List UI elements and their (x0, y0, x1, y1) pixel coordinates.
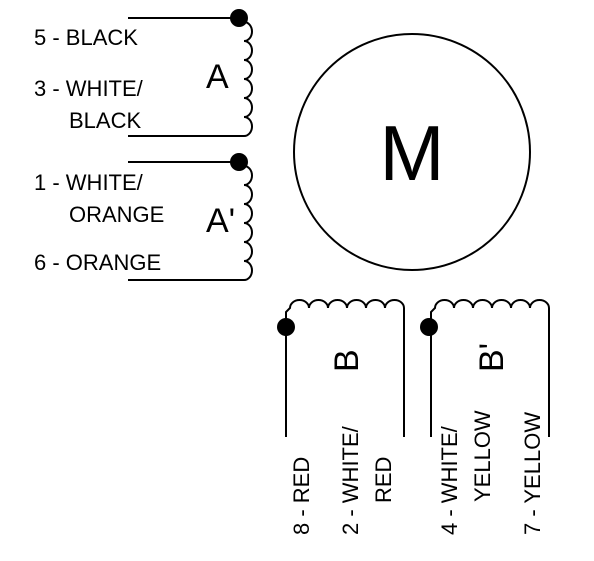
coil-a-prime-polarity-dot (230, 153, 248, 171)
coil-a: A 5 - BLACK 3 - WHITE/ BLACK (34, 9, 253, 137)
coil-a-prime-label: A' (206, 202, 235, 240)
wire-3-label-line2: BLACK (69, 108, 141, 133)
coil-b: B 8 - RED 2 - WHITE/ RED (277, 299, 405, 535)
wire-4-label-line2: YELLOW (470, 410, 495, 502)
wire-1-label-line2: ORANGE (69, 202, 164, 227)
coil-b-prime-polarity-dot (420, 318, 438, 336)
motor-label: M (380, 109, 445, 197)
coil-a-label: A (206, 58, 229, 96)
wire-6-label: 6 - ORANGE (34, 250, 161, 275)
wire-1-label-line1: 1 - WHITE/ (34, 170, 144, 195)
coil-b-label: B (328, 349, 366, 372)
wire-3-label-line1: 3 - WHITE/ (34, 76, 144, 101)
coil-a-prime-winding (128, 161, 253, 281)
motor-symbol: M (293, 33, 531, 271)
motor-circle (293, 33, 531, 271)
coil-b-polarity-dot (277, 318, 295, 336)
coil-a-winding (128, 17, 253, 137)
coil-a-polarity-dot (230, 9, 248, 27)
coil-b-winding (285, 299, 405, 437)
coil-b-prime-winding (430, 299, 550, 437)
wire-2-label-line1: 2 - WHITE/ (338, 425, 363, 535)
wire-7-label: 7 - YELLOW (520, 412, 545, 535)
wire-4-label-line1: 4 - WHITE/ (437, 425, 462, 535)
wire-2-label-line2: RED (371, 457, 396, 503)
coil-b-prime-label: B' (473, 343, 511, 372)
coil-b-prime: B' 4 - WHITE/ YELLOW 7 - YELLOW (420, 299, 550, 535)
coil-a-prime: A' 1 - WHITE/ ORANGE 6 - ORANGE (34, 153, 253, 281)
wire-5-label: 5 - BLACK (34, 25, 138, 50)
wire-8-label: 8 - RED (289, 457, 314, 535)
